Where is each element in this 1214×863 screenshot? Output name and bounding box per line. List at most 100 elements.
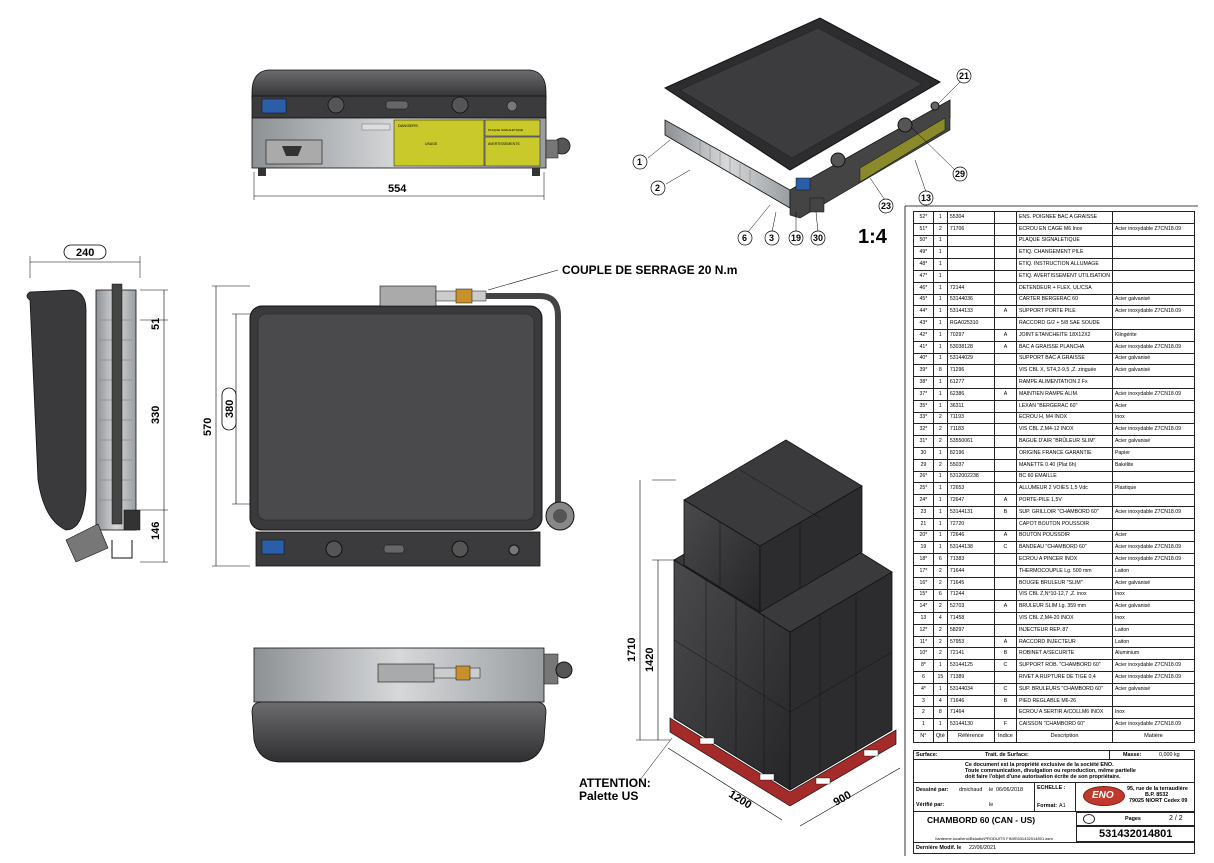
bom-cell-material: Acier <box>1111 399 1196 413</box>
bom-cell-index <box>993 211 1017 224</box>
bom-cell-reference: 57953 <box>946 635 995 649</box>
dim-pallet-length: 1200 <box>726 788 753 811</box>
bom-cell-item-no: 18* <box>913 553 934 566</box>
bom-cell-item-no: 35* <box>913 399 934 413</box>
svg-text:29: 29 <box>955 169 965 179</box>
bom-cell-item-no: 12* <box>913 623 934 637</box>
bom-cell-description: RACCORD G/2 + 5/8 SAE SOUDE <box>1015 317 1113 330</box>
bom-cell-material <box>1111 269 1196 283</box>
dim-top-inner: 380 <box>224 400 236 418</box>
bom-cell-index <box>993 446 1017 460</box>
bom-cell-material <box>1111 234 1196 248</box>
front-label-dangers: DANGERS <box>398 123 418 128</box>
bom-header-qty: Qté <box>932 730 948 743</box>
bom-cell-index: C <box>993 541 1017 555</box>
dim-top-depth: 570 <box>202 418 214 436</box>
bom-cell-index <box>993 246 1017 260</box>
bom-cell-material: Acier inoxydable Z7CN18.09 <box>1111 671 1196 684</box>
dim-pallet-width: 900 <box>832 789 854 809</box>
bom-cell-reference <box>946 269 995 283</box>
bom-cell-description: CAISSON "CHAMBORD 60" <box>1015 718 1113 732</box>
bom-cell-qty: 4 <box>932 694 948 708</box>
drawn-by-label: Dessiné par: <box>916 787 949 793</box>
bom-cell-material: Laiton <box>1111 623 1196 637</box>
bom-cell-qty: 2 <box>932 576 948 590</box>
format-value: A1 <box>1059 803 1066 809</box>
bom-cell-material: Inox <box>1111 706 1196 720</box>
dim-side-top: 51 <box>150 318 162 330</box>
bom-cell-reference: 71464 <box>946 706 995 720</box>
bom-cell-reference: 53144133 <box>946 305 995 319</box>
bom-cell-material: Acier galvanisé <box>1111 600 1196 614</box>
bom-cell-qty: 2 <box>932 423 948 437</box>
bom-cell-index <box>993 222 1017 236</box>
bom-cell-qty: 1 <box>932 281 948 295</box>
bom-cell-qty: 1 <box>932 328 948 342</box>
front-label-warnings: AVERTISSEMENTS <box>488 142 520 146</box>
bom-cell-index: C <box>993 682 1017 696</box>
bom-cell-description: PIED REGLABLE M6-26 <box>1015 694 1113 708</box>
bom-cell-qty: 2 <box>932 222 948 236</box>
bom-cell-material: Acier inoxydable Z7CN18.09 <box>1111 541 1196 555</box>
format-label: Format: <box>1037 803 1058 809</box>
bom-cell-qty: 1 <box>932 352 948 366</box>
bom-cell-reference: 71296 <box>946 364 995 378</box>
torque-note: COUPLE DE SERRAGE 20 N.m <box>562 263 737 277</box>
bom-cell-material <box>1111 317 1196 330</box>
bom-cell-qty: 1 <box>932 293 948 307</box>
svg-text:3: 3 <box>769 233 774 243</box>
bom-cell-item-no: 23 <box>913 505 934 519</box>
bom-cell-qty: 2 <box>932 635 948 649</box>
address-line-2: B.P. 8532 <box>1145 792 1169 798</box>
callout-13: 13 <box>914 159 934 206</box>
bom-cell-qty: 1 <box>932 470 948 484</box>
date-label: le <box>989 787 994 793</box>
bom-cell-reference: 5312002238 <box>946 470 995 484</box>
bom-cell-material <box>1111 517 1196 531</box>
callout-2: 2 <box>650 169 691 196</box>
bom-cell-description: SUP. GRILLOIR "CHAMBORD 60" <box>1015 505 1113 519</box>
bom-cell-material <box>1111 246 1196 260</box>
svg-text:1: 1 <box>637 157 642 167</box>
bom-cell-item-no: 37* <box>913 387 934 401</box>
bom-cell-item-no: 4* <box>913 682 934 696</box>
dim-side-depth: 240 <box>76 247 94 259</box>
bom-cell-index <box>993 411 1017 425</box>
bom-cell-qty: 1 <box>932 305 948 319</box>
bom-cell-item-no: 30 <box>913 446 934 460</box>
svg-text:6: 6 <box>742 233 747 243</box>
bom-cell-index <box>993 553 1017 566</box>
bom-cell-qty: 1 <box>932 718 948 732</box>
bom-cell-qty: 1 <box>932 211 948 224</box>
svg-text:21: 21 <box>959 71 969 81</box>
scale-label: ECHELLE : <box>1037 785 1066 791</box>
bom-cell-index <box>993 423 1017 437</box>
bom-cell-description: ECROU EN CAGE M6 Inox <box>1015 222 1113 236</box>
bom-cell-material <box>1111 494 1196 507</box>
bom-cell-description: INJECTEUR REP. 87 <box>1015 623 1113 637</box>
bom-cell-item-no: 2 <box>913 706 934 720</box>
bom-cell-reference: 72144 <box>946 281 995 295</box>
bom-cell-description: BOUTON POUSSOIR <box>1015 529 1113 543</box>
bom-cell-reference: 72653 <box>946 482 995 496</box>
bom-cell-material <box>1111 694 1196 708</box>
pallet-view: 1710 1420 1200 900 ATTENTION: Palette US <box>579 439 901 827</box>
bom-cell-material: Acier galvanisé <box>1111 682 1196 696</box>
rear-view <box>251 647 573 763</box>
bom-cell-qty: 2 <box>932 411 948 425</box>
bom-cell-index: B <box>993 647 1017 661</box>
bom-cell-reference: 71645 <box>946 576 995 590</box>
